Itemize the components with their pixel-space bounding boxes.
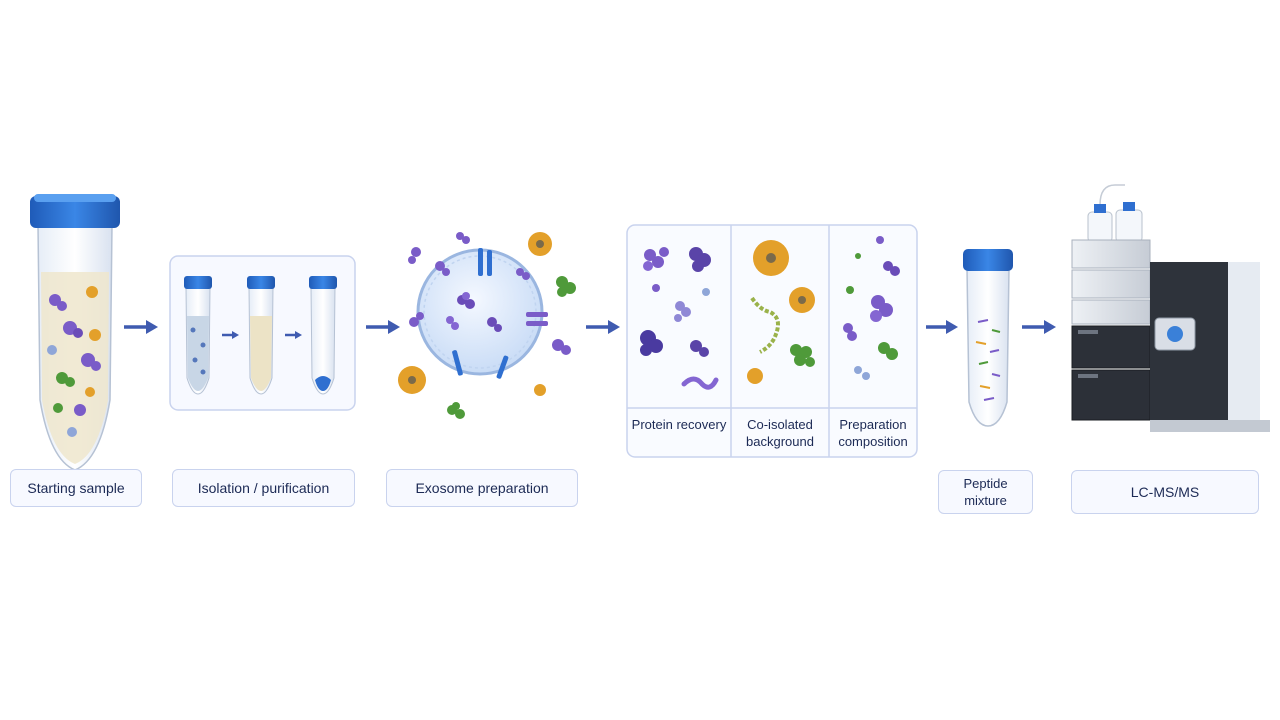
lcms-label: LC-MS/MS: [1071, 470, 1259, 514]
arrow-right-icon: [926, 320, 958, 334]
composition-label: Preparation composition: [838, 417, 908, 449]
isolation-label: Isolation / purification: [172, 469, 355, 507]
protein-recovery-label: Protein recovery: [631, 417, 727, 432]
arrow-right-icon: [1022, 320, 1056, 334]
tube-icon: [247, 276, 275, 395]
background-label: Co-isolated background: [746, 417, 814, 449]
arrow-right-icon: [124, 320, 158, 334]
arrow-right-icon: [285, 331, 302, 339]
arrow-right-icon: [366, 320, 400, 334]
preparation-composition-icon: [843, 236, 900, 380]
arrow-right-icon: [586, 320, 620, 334]
starting-sample-label: Starting sample: [10, 469, 142, 507]
exosome-icon: [398, 232, 576, 419]
peptide-label: Peptide mixture: [938, 470, 1033, 514]
background-proteins-icon: [747, 240, 815, 384]
instrument-icon: [1071, 184, 1270, 432]
arrow-right-icon: [222, 331, 239, 339]
tube-icon: [963, 249, 1013, 427]
exosome-label: Exosome preparation: [386, 469, 578, 507]
protein-recovery-icon: [640, 247, 719, 390]
tube-icon: [30, 194, 120, 471]
tube-icon: [184, 276, 212, 395]
tube-icon: [309, 276, 337, 395]
